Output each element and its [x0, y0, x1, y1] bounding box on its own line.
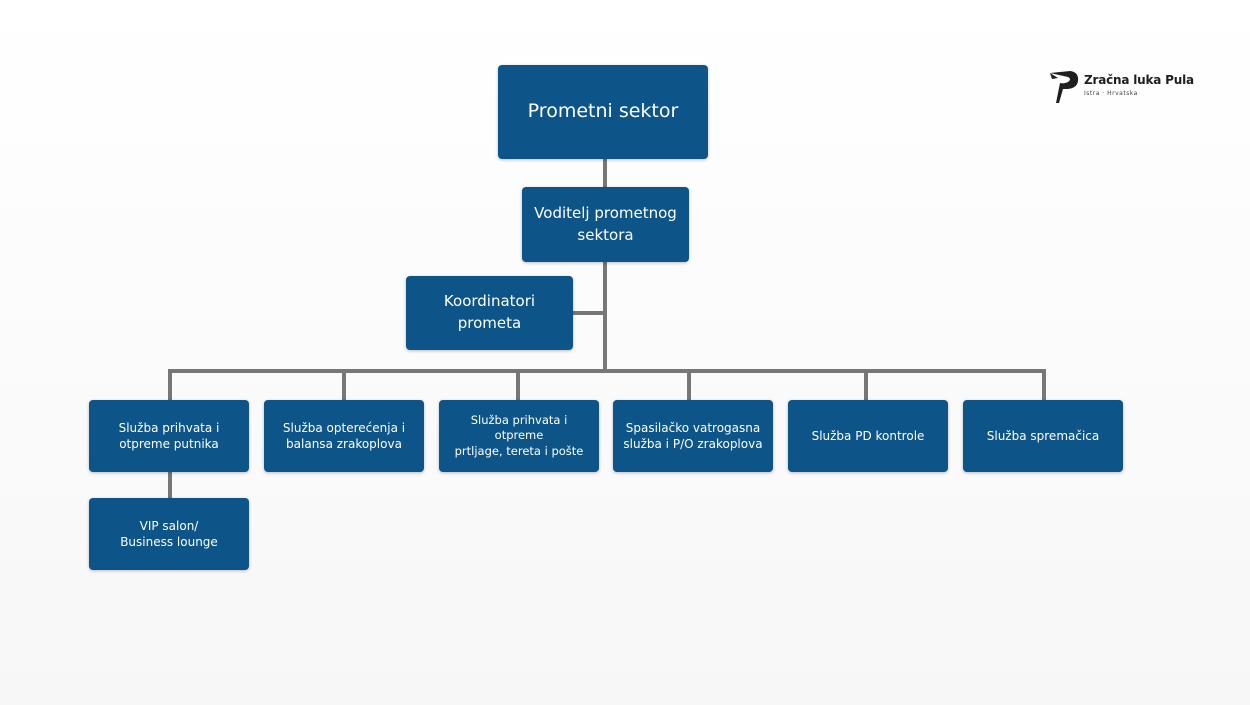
node-sluzba-spremacica: Služba spremačica [963, 400, 1123, 472]
node-prometni-sektor: Prometni sektor [498, 65, 708, 159]
logo-name: Zračna luka Pula [1084, 73, 1194, 87]
node-sluzba-prtljage: Služba prihvata i otpreme prtljage, tere… [439, 400, 599, 472]
node-label: VIP salon/ Business lounge [120, 518, 218, 549]
node-vatrogasna-sluzba: Spasilačko vatrogasna služba i P/O zrako… [613, 400, 773, 472]
node-vip-salon: VIP salon/ Business lounge [89, 498, 249, 570]
node-label: Koordinatori prometa [443, 292, 536, 332]
node-voditelj-sektora: Voditelj prometnog sektora [522, 187, 689, 262]
node-label: Služba spremačica [986, 428, 1100, 443]
node-label: Spasilačko vatrogasna služba i P/O zrako… [623, 420, 763, 451]
node-sluzba-pd-kontrole: Služba PD kontrole [788, 400, 948, 472]
node-label: Služba prihvata i otpreme putnika [118, 420, 220, 451]
node-koordinatori-prometa: Koordinatori prometa [406, 276, 573, 350]
node-sluzba-opterecenja: Služba opterećenja i balansa zrakoplova [264, 400, 424, 472]
node-label: Voditelj prometnog sektora [534, 203, 677, 244]
company-logo: Zračna luka Pula Istra · Hrvatska [1048, 69, 1194, 107]
node-label: Služba prihvata i otpreme prtljage, tere… [454, 412, 584, 458]
node-label: Služba opterećenja i balansa zrakoplova [282, 420, 406, 451]
logo-tagline: Istra · Hrvatska [1084, 90, 1138, 97]
node-label: Prometni sektor [527, 100, 679, 123]
bird-logo-icon [1050, 71, 1079, 103]
node-sluzba-putnika: Služba prihvata i otpreme putnika [89, 400, 249, 472]
node-label: Služba PD kontrole [811, 428, 925, 443]
